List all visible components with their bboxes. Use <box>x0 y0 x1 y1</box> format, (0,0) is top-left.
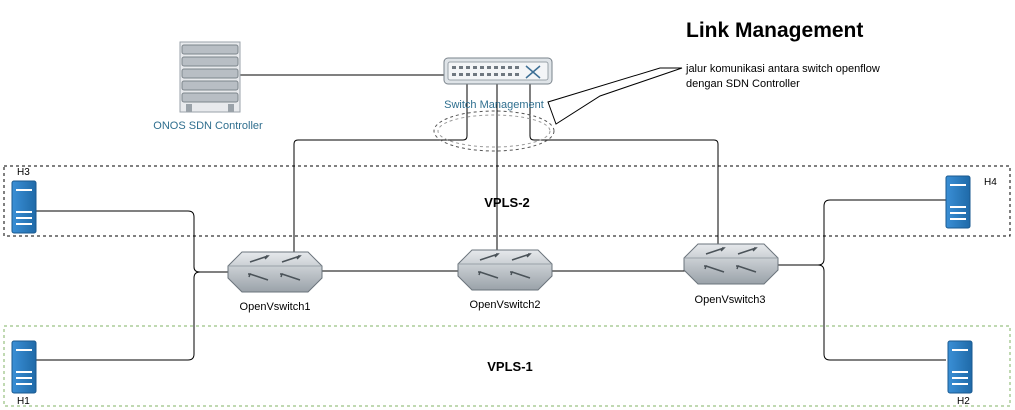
vpls-1-label: VPLS-1 <box>487 359 533 374</box>
host-h2-label: H2 <box>957 396 970 407</box>
link-ovs3-h2 <box>774 264 946 361</box>
host-h4-label: H4 <box>984 177 997 188</box>
host-server-icon <box>945 175 971 229</box>
vpls-2-region <box>3 165 1011 237</box>
links <box>35 74 946 361</box>
management-switch-label: Switch Management <box>444 99 544 111</box>
callout-text-line2: dengan SDN Controller <box>686 78 800 90</box>
vpls-1-region <box>3 325 1011 407</box>
host-h3-label: H3 <box>17 167 30 178</box>
host-server-icon <box>11 180 37 234</box>
ovs3-label: OpenVswitch3 <box>695 294 766 306</box>
server-rack-icon <box>179 41 241 113</box>
link-h1-ovs1 <box>36 271 201 361</box>
host-h1-label: H1 <box>17 396 30 407</box>
diagram-title: Link Management <box>686 19 863 42</box>
ovs-switch-icon <box>457 249 553 291</box>
link-h3-ovs1 <box>35 210 232 273</box>
controller-label: ONOS SDN Controller <box>153 120 263 132</box>
link-ovs3-h4 <box>774 199 946 266</box>
callout-text-line1: jalur komunikasi antara switch openflow <box>685 63 880 75</box>
link-mgmt-ovs1 <box>293 84 468 258</box>
host-server-icon <box>947 340 973 394</box>
ovs-switch-icon <box>227 251 323 293</box>
host-server-icon <box>11 340 37 394</box>
ovs2-label: OpenVswitch2 <box>470 299 541 311</box>
network-switch-icon <box>443 57 553 85</box>
vpls-2-label: VPLS-2 <box>484 195 530 210</box>
ovs-switch-icon <box>683 243 779 285</box>
link-mgmt-ovs3 <box>529 84 719 250</box>
callout-shape <box>547 67 683 125</box>
ovs1-label: OpenVswitch1 <box>240 301 311 313</box>
management-links-highlight <box>433 110 555 152</box>
